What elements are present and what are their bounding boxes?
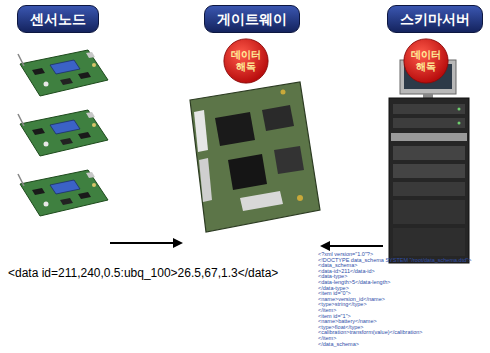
device-title: 게이트웨이 bbox=[204, 5, 300, 33]
device-column: 스키마서버데이터 해독 bbox=[383, 5, 487, 250]
circle-fill bbox=[224, 39, 268, 83]
device-title: 스키마서버 bbox=[387, 5, 483, 33]
arrow-head bbox=[320, 241, 330, 251]
gateway-board bbox=[190, 82, 320, 232]
circle-text: 데이터 해독 bbox=[223, 49, 269, 73]
connector bbox=[328, 245, 383, 247]
data-packet: <data id=211,240,0.5:ubq_100>26.5,67,1.3… bbox=[8, 266, 278, 280]
device-title: 센서노드 bbox=[17, 5, 99, 33]
decode-circle: 데이터 해독 bbox=[403, 38, 449, 84]
server-rack bbox=[389, 60, 469, 263]
xml-line: </data_schema> bbox=[318, 342, 359, 348]
device-column: 센서노드 bbox=[5, 5, 110, 250]
sensor-board bbox=[18, 170, 108, 216]
sensor-board bbox=[18, 50, 108, 96]
decode-circle: 데이터 해독 bbox=[223, 38, 269, 84]
circle-text: 데이터 해독 bbox=[403, 49, 449, 73]
device-column: 게이트웨이데이터 해독 bbox=[183, 5, 320, 250]
connector bbox=[110, 242, 175, 244]
sensor-board bbox=[18, 110, 108, 156]
circle-fill bbox=[404, 39, 448, 83]
arrow-head bbox=[173, 238, 183, 248]
